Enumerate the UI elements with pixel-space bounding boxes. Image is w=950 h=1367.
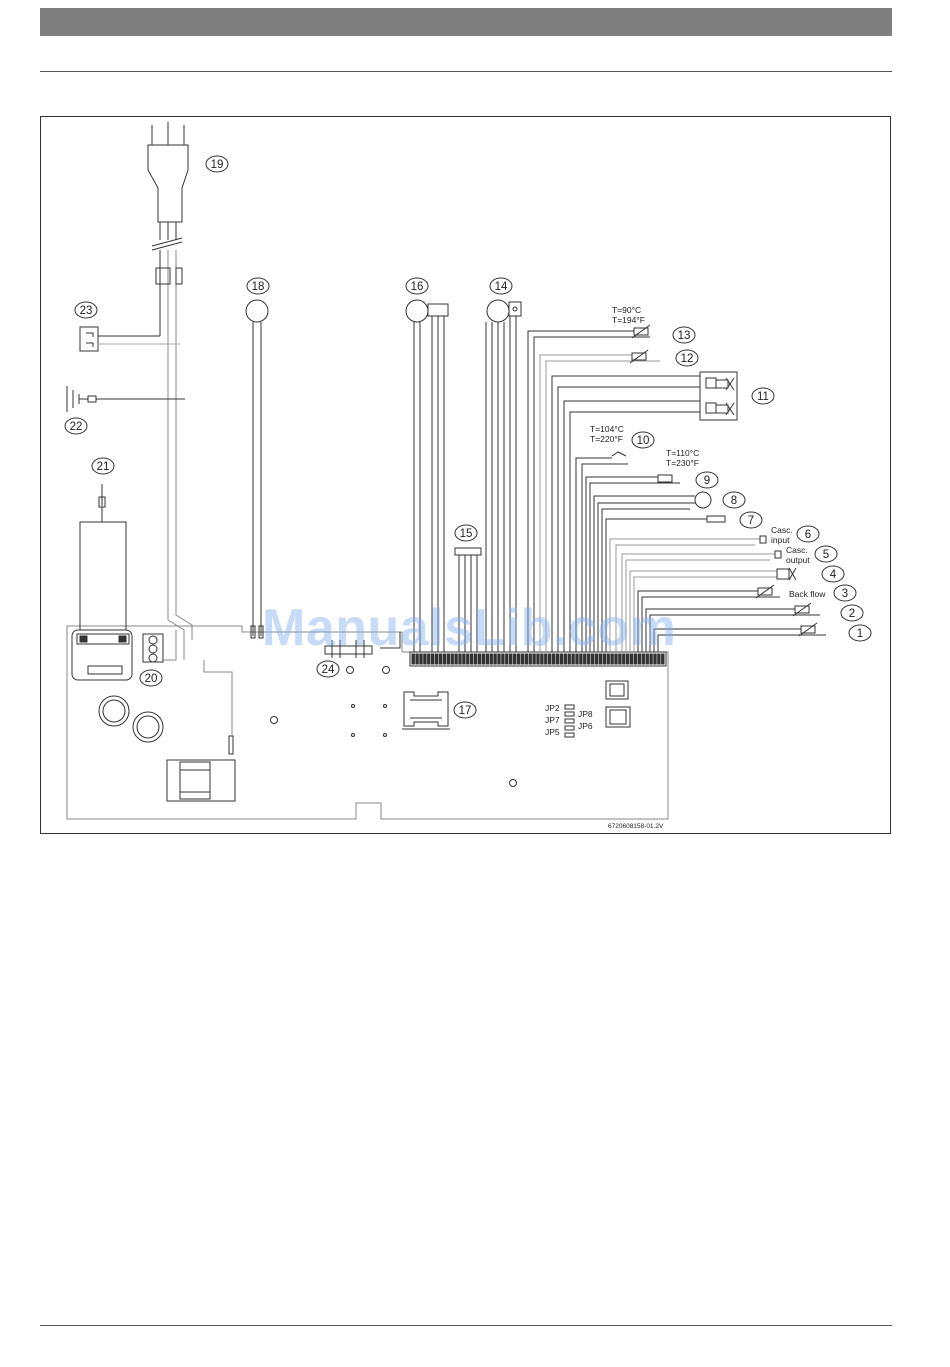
callout-10: 10 [632,432,654,448]
callout-15: 15 [455,525,477,541]
watermark: ManualsLib.com [262,598,676,658]
label-t10-f: T=220°F [590,434,623,444]
callout-number: 15 [460,528,473,540]
label-jp6: JP6 [578,721,593,731]
callout-number: 18 [252,281,265,293]
callout-23: 23 [75,302,97,318]
ground-symbol [67,386,185,412]
callout-8: 8 [723,492,745,508]
label-t13-c: T=90°C [612,305,641,315]
callout-20: 20 [140,670,162,686]
diagram-labels: T=90°C T=194°F T=104°C T=220°F T=110°C T… [545,305,826,830]
callout-number: 23 [80,305,93,317]
callout-number: 10 [637,435,650,447]
callout-17: 17 [454,702,476,718]
callout-18: 18 [247,278,269,294]
label-casc-input-2: input [771,535,790,545]
callout-number: 20 [145,673,158,685]
callout-number: 2 [849,608,855,620]
callout-number: 22 [70,421,83,433]
label-jp5: JP5 [545,727,560,737]
callout-22: 22 [65,418,87,434]
callout-3: 3 [834,585,856,601]
callout-number: 13 [678,330,691,342]
callout-7: 7 [740,512,762,528]
sensor-wire [658,635,826,652]
callout-number: 19 [211,159,224,171]
callout-number: 8 [731,495,737,507]
callout-6: 6 [797,526,819,542]
callout-16: 16 [406,278,428,294]
label-back-flow: Back flow [789,589,826,599]
callout-number: 1 [857,628,863,640]
callout-number: 24 [322,664,335,676]
callout-number: 21 [97,461,110,473]
label-t10-c: T=104°C [590,424,624,434]
callout-number: 11 [757,391,769,403]
callout-21: 21 [92,458,114,474]
terminal-block [143,630,176,662]
callout-12: 12 [676,350,698,366]
callout-24: 24 [317,661,339,677]
label-jp8: JP8 [578,709,593,719]
label-casc-output-2: output [786,555,810,565]
callout-number: 9 [704,475,710,487]
label-jp2: JP2 [545,703,560,713]
callout-1: 1 [849,625,871,641]
ignition-transformer [72,484,132,680]
sensor-18 [246,300,268,638]
label-jp7: JP7 [545,715,560,725]
label-ref-code: 6720608158-01.2V [608,823,664,830]
callout-number: 3 [842,588,848,600]
label-casc-input-1: Casc. [771,525,793,535]
callout-2: 2 [841,605,863,621]
callout-4: 4 [822,566,844,582]
callout-13: 13 [673,327,695,343]
label-t9-f: T=230°F [666,458,699,468]
callout-number: 16 [411,281,424,293]
connector-23 [80,327,180,351]
label-casc-output-1: Casc. [786,545,808,555]
callout-5: 5 [815,546,837,562]
callout-14: 14 [490,278,512,294]
callout-11: 11 [752,388,774,404]
callout-number: 17 [459,705,472,717]
callout-number: 14 [495,281,508,293]
jumpers [565,681,630,737]
mains-plug [148,122,192,660]
callout-number: 5 [823,549,829,561]
relay-17 [402,692,450,729]
callout-9: 9 [696,472,718,488]
callout-number: 6 [805,529,811,541]
callout-number: 7 [748,515,754,527]
label-t9-c: T=110°C [666,448,699,458]
callout-number: 4 [830,569,837,581]
callout-19: 19 [206,156,228,172]
label-t13-f: T=194°F [612,315,645,325]
callout-number: 12 [681,353,694,365]
